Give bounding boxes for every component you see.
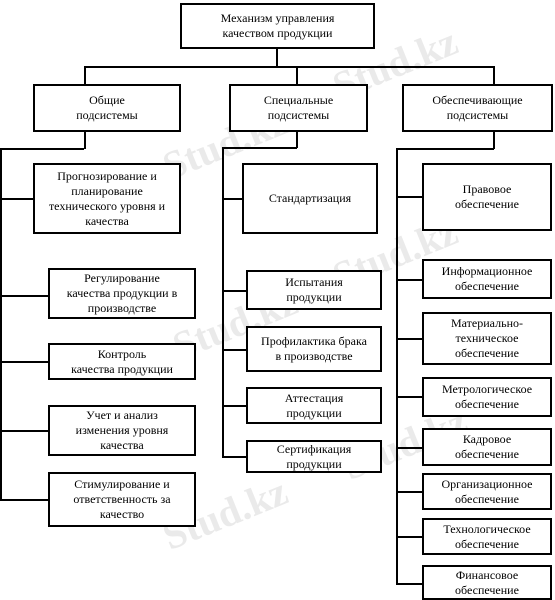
connector-line — [396, 196, 422, 198]
item-defect-prevention: Профилактика брака в производстве — [246, 326, 382, 372]
connector-line — [493, 132, 495, 149]
header-special-subsystems: Специальные подсистемы — [229, 84, 368, 132]
connector-line — [222, 349, 246, 351]
connector-line — [0, 198, 33, 200]
connector-line — [222, 147, 297, 149]
connector-line — [222, 198, 242, 200]
root-box: Механизм управления качеством продукции — [180, 3, 375, 49]
connector-line — [0, 295, 48, 297]
item-information-support: Информационное обеспечение — [422, 259, 552, 299]
connector-line — [396, 148, 398, 584]
item-accounting-analysis: Учет и анализ изменения уровня качества — [48, 405, 196, 456]
connector-line — [222, 405, 246, 407]
connector-line — [84, 66, 494, 68]
item-legal-support: Правовое обеспечение — [422, 163, 552, 231]
item-personnel-support: Кадровое обеспечение — [422, 428, 552, 466]
connector-line — [396, 148, 494, 150]
connector-line — [222, 456, 246, 458]
connector-line — [396, 447, 422, 449]
connector-line — [296, 66, 298, 84]
item-standardization: Стандартизация — [242, 163, 378, 234]
connector-line — [493, 66, 495, 84]
header-general-subsystems: Общие подсистемы — [33, 84, 181, 132]
connector-line — [396, 536, 422, 538]
connector-line — [0, 148, 84, 150]
header-supporting-subsystems: Обеспечивающие подсистемы — [402, 84, 553, 132]
item-organizational-support: Организационное обеспечение — [422, 473, 552, 510]
connector-line — [396, 396, 422, 398]
connector-line — [84, 66, 86, 84]
connector-line — [222, 290, 246, 292]
connector-line — [0, 361, 48, 363]
item-financial-support: Финансовое обеспечение — [422, 565, 552, 600]
item-quality-control: Контроль качества продукции — [48, 343, 196, 380]
connector-line — [0, 148, 2, 500]
connector-line — [396, 583, 422, 585]
connector-line — [0, 499, 48, 501]
item-forecasting-planning: Прогнозирование и планирование техническ… — [33, 163, 181, 234]
item-material-technical-support: Материально- техническое обеспечение — [422, 312, 552, 365]
connector-line — [0, 430, 48, 432]
item-product-attestation: Аттестация продукции — [246, 387, 382, 424]
item-technological-support: Технологическое обеспечение — [422, 518, 552, 555]
item-product-certification: Сертификация продукции — [246, 440, 382, 473]
item-metrological-support: Метрологическое обеспечение — [422, 377, 552, 417]
item-incentives-responsibility: Стимулирование и ответственность за каче… — [48, 472, 196, 527]
connector-line — [396, 279, 422, 281]
item-quality-regulation: Регулирование качества продукции в произ… — [48, 268, 196, 319]
connector-line — [222, 147, 224, 457]
item-product-testing: Испытания продукции — [246, 270, 382, 310]
connector-line — [276, 49, 278, 67]
connector-line — [84, 132, 86, 149]
connector-line — [396, 491, 422, 493]
connector-line — [396, 338, 422, 340]
connector-line — [296, 132, 298, 148]
